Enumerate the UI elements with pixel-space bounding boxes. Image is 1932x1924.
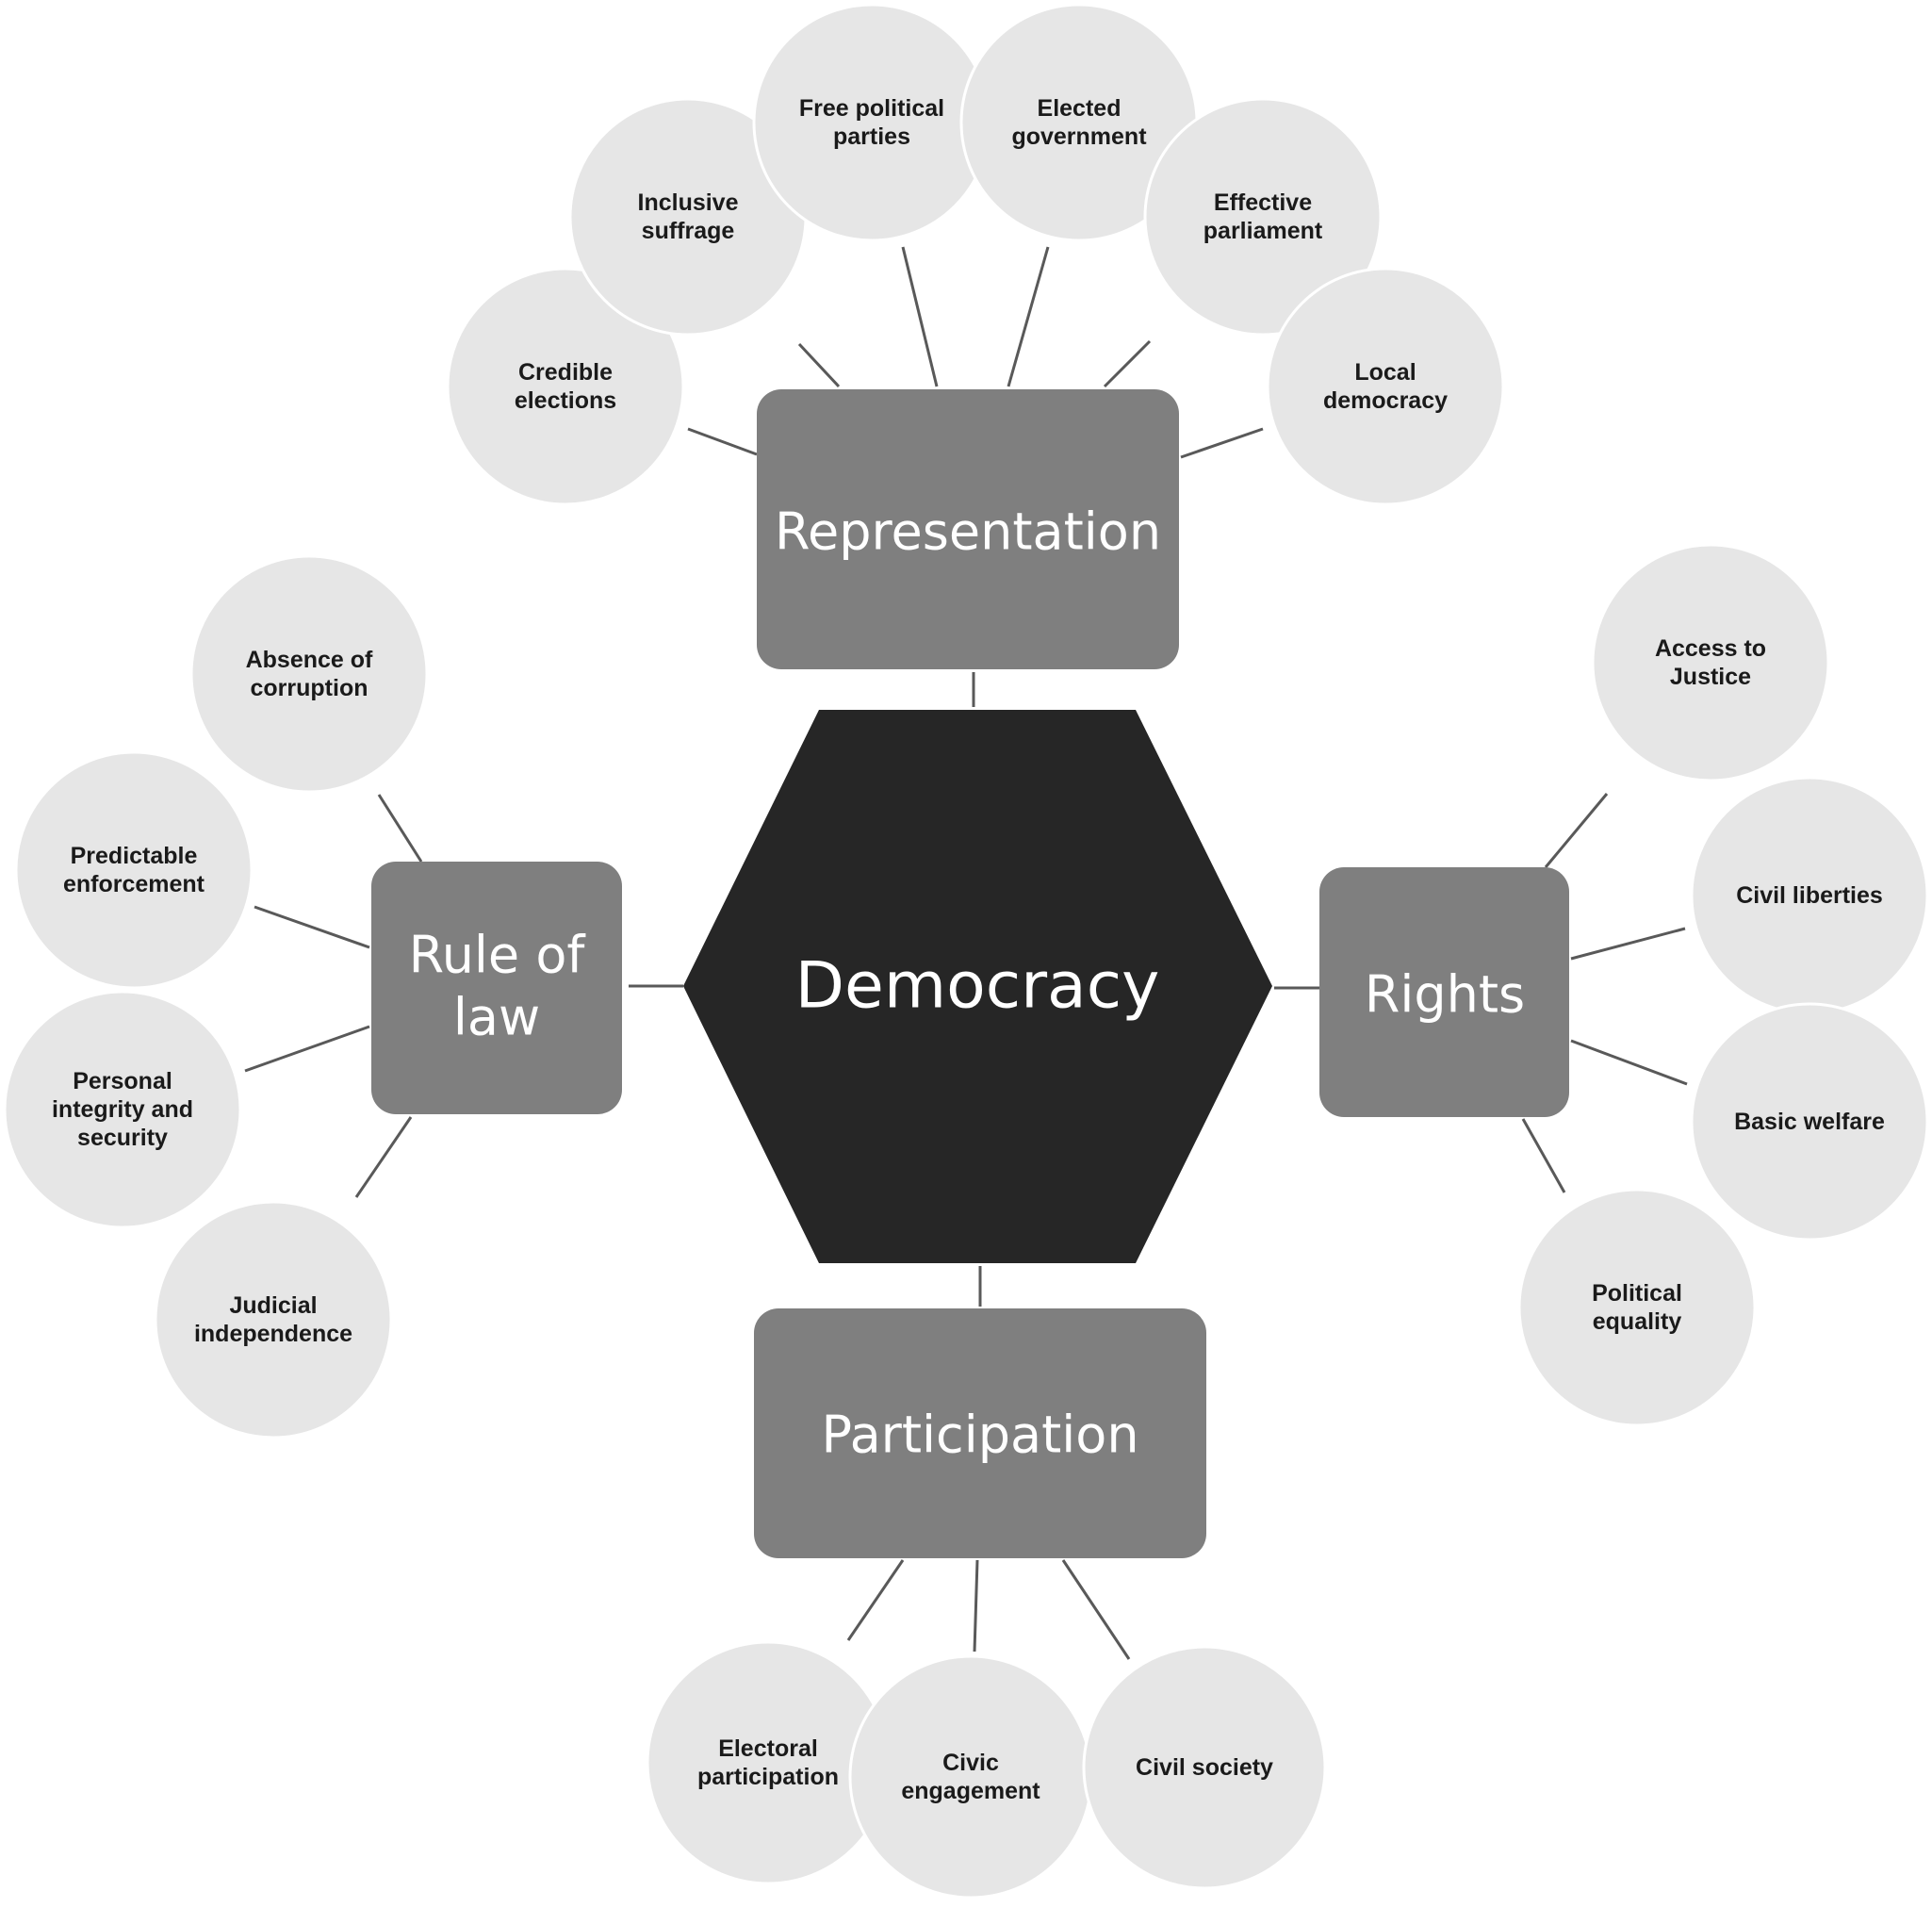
rule-of-law-leaf-3-label-line-2: integrity and	[52, 1096, 193, 1123]
representation-leaf-circle	[1266, 267, 1505, 506]
representation-leaf-circle	[752, 3, 991, 242]
rights-leaf-4-label-line-2: equality	[1593, 1308, 1682, 1335]
representation-leaf-circle	[446, 267, 685, 506]
participation-leaf-3: Civil society	[1082, 1645, 1327, 1890]
rule-of-law-leaf-3-label-line-3: security	[77, 1125, 168, 1151]
rule-of-law-leaf-1-label-line-1: Absence of	[246, 647, 373, 673]
rights-leaf-1-label-line-1: Access to	[1655, 635, 1766, 662]
participation-leaf-1-label-line-1: Electoral	[718, 1735, 818, 1762]
rights-leaf-2-label-line-1: Civil liberties	[1736, 882, 1883, 909]
rule-of-law-box-label-line-1: Rule of	[409, 926, 587, 985]
representation-leaf-connector	[687, 427, 758, 456]
center-hexagon	[683, 710, 1272, 1263]
rule-of-law-leaf-connector	[377, 794, 423, 863]
participation-leaf-connector	[1061, 1559, 1131, 1660]
rights-leaf-circle	[1517, 1188, 1757, 1427]
representation-leaf-connector	[1180, 427, 1264, 459]
rule-of-law-leaf-4-label-line-2: independence	[194, 1321, 352, 1347]
rights-box	[1319, 867, 1569, 1117]
representation-leaf-2-label-line-1: Inclusive	[638, 189, 739, 216]
participation-leaf-circle	[1082, 1645, 1327, 1890]
rule-of-law-leaf-2-label-line-2: enforcement	[63, 871, 205, 897]
representation-leaf-circle	[1143, 97, 1383, 337]
participation-box-label-line-1: Participation	[821, 1406, 1138, 1465]
rights-leaf-circle	[1690, 1002, 1929, 1242]
participation-leaf-2-label-line-2: engagement	[901, 1778, 1040, 1804]
rule-of-law-leaf-connector	[354, 1116, 413, 1198]
rights-leaf-connector	[1544, 793, 1609, 868]
representation-leaf-3-label-line-2: parties	[833, 123, 910, 150]
rights-leaf-3-label-line-1: Basic welfare	[1734, 1109, 1885, 1135]
representation-box-group: Representation	[757, 389, 1179, 669]
representation-box-label-line-1: Representation	[775, 502, 1161, 562]
representation-leaf-connector	[901, 246, 939, 387]
rights-leaf-connector	[1570, 927, 1686, 961]
representation-leaf-6-label-line-2: democracy	[1323, 387, 1448, 414]
rights-leaf-4-label-line-1: Political	[1592, 1280, 1682, 1307]
connector-lines	[244, 246, 1688, 1660]
rule-of-law-leaf-circle	[189, 554, 429, 794]
rule-of-law-leaf-2-label-line-1: Predictable	[71, 843, 198, 869]
rights-box-label-line-1: Rights	[1365, 965, 1525, 1025]
rule-of-law-leaf-1-label-line-2: corruption	[251, 675, 368, 701]
center-label: Democracy	[795, 949, 1160, 1024]
representation-leaf-connector	[797, 342, 841, 388]
representation-box	[757, 389, 1179, 669]
participation-leaf-connector	[973, 1559, 979, 1653]
rights-leaf-1-label-line-2: Justice	[1670, 664, 1751, 690]
center-hexagon-group: Democracy	[683, 710, 1272, 1263]
rule-of-law-leaf-circle	[154, 1200, 393, 1439]
representation-leaf-connector	[1007, 246, 1050, 387]
representation-leaf-5-label-line-2: parliament	[1203, 218, 1323, 244]
representation-leaf-1-label-line-1: Credible	[518, 359, 613, 386]
representation-leaf-6-label-line-1: Local	[1354, 359, 1416, 386]
representation-leaf-5-label-line-1: Effective	[1214, 189, 1312, 216]
rights-leaf-connector	[1570, 1039, 1688, 1086]
rule-of-law-leaf-3-label-line-1: Personal	[73, 1068, 172, 1094]
rule-of-law-leaf-connector	[244, 1025, 370, 1073]
representation-leaf-connector	[1103, 339, 1152, 388]
rule-of-law-leaf-circle	[3, 990, 242, 1229]
rights-leaf-3: Basic welfare	[1690, 1002, 1929, 1242]
rights-leaf-circle	[1591, 543, 1830, 782]
rule-of-law-leaf-4-label-line-1: Judicial	[229, 1292, 317, 1319]
participation-box	[754, 1308, 1206, 1558]
participation-leaf-circle	[848, 1654, 1093, 1899]
rule-of-law-box	[371, 862, 622, 1114]
participation-leaf-connector	[846, 1559, 905, 1641]
participation-box-group: Participation	[754, 1308, 1206, 1558]
rule-of-law-leaf-connector	[254, 905, 370, 949]
representation-leaf-4-label-line-2: government	[1011, 123, 1147, 150]
participation-leaf-2-label-line-1: Civic	[942, 1750, 999, 1776]
representation-leaf-1-label-line-2: elections	[515, 387, 616, 414]
representation-leaf-4-label-line-1: Elected	[1038, 95, 1122, 122]
participation-leaf-1-label-line-2: participation	[697, 1764, 839, 1790]
rights-leaf-connector	[1521, 1118, 1566, 1193]
rule-of-law-leaf-circle	[14, 750, 254, 990]
rights-leaf-2: Civil liberties	[1690, 776, 1929, 1015]
rule-of-law-box-label-line-2: law	[453, 988, 540, 1047]
participation-leaf-3-label-line-1: Civil society	[1136, 1754, 1273, 1781]
representation-leaf-2-label-line-2: suffrage	[642, 218, 735, 244]
representation-leaf-3-label-line-1: Free political	[799, 95, 944, 122]
rights-box-group: Rights	[1319, 867, 1569, 1117]
